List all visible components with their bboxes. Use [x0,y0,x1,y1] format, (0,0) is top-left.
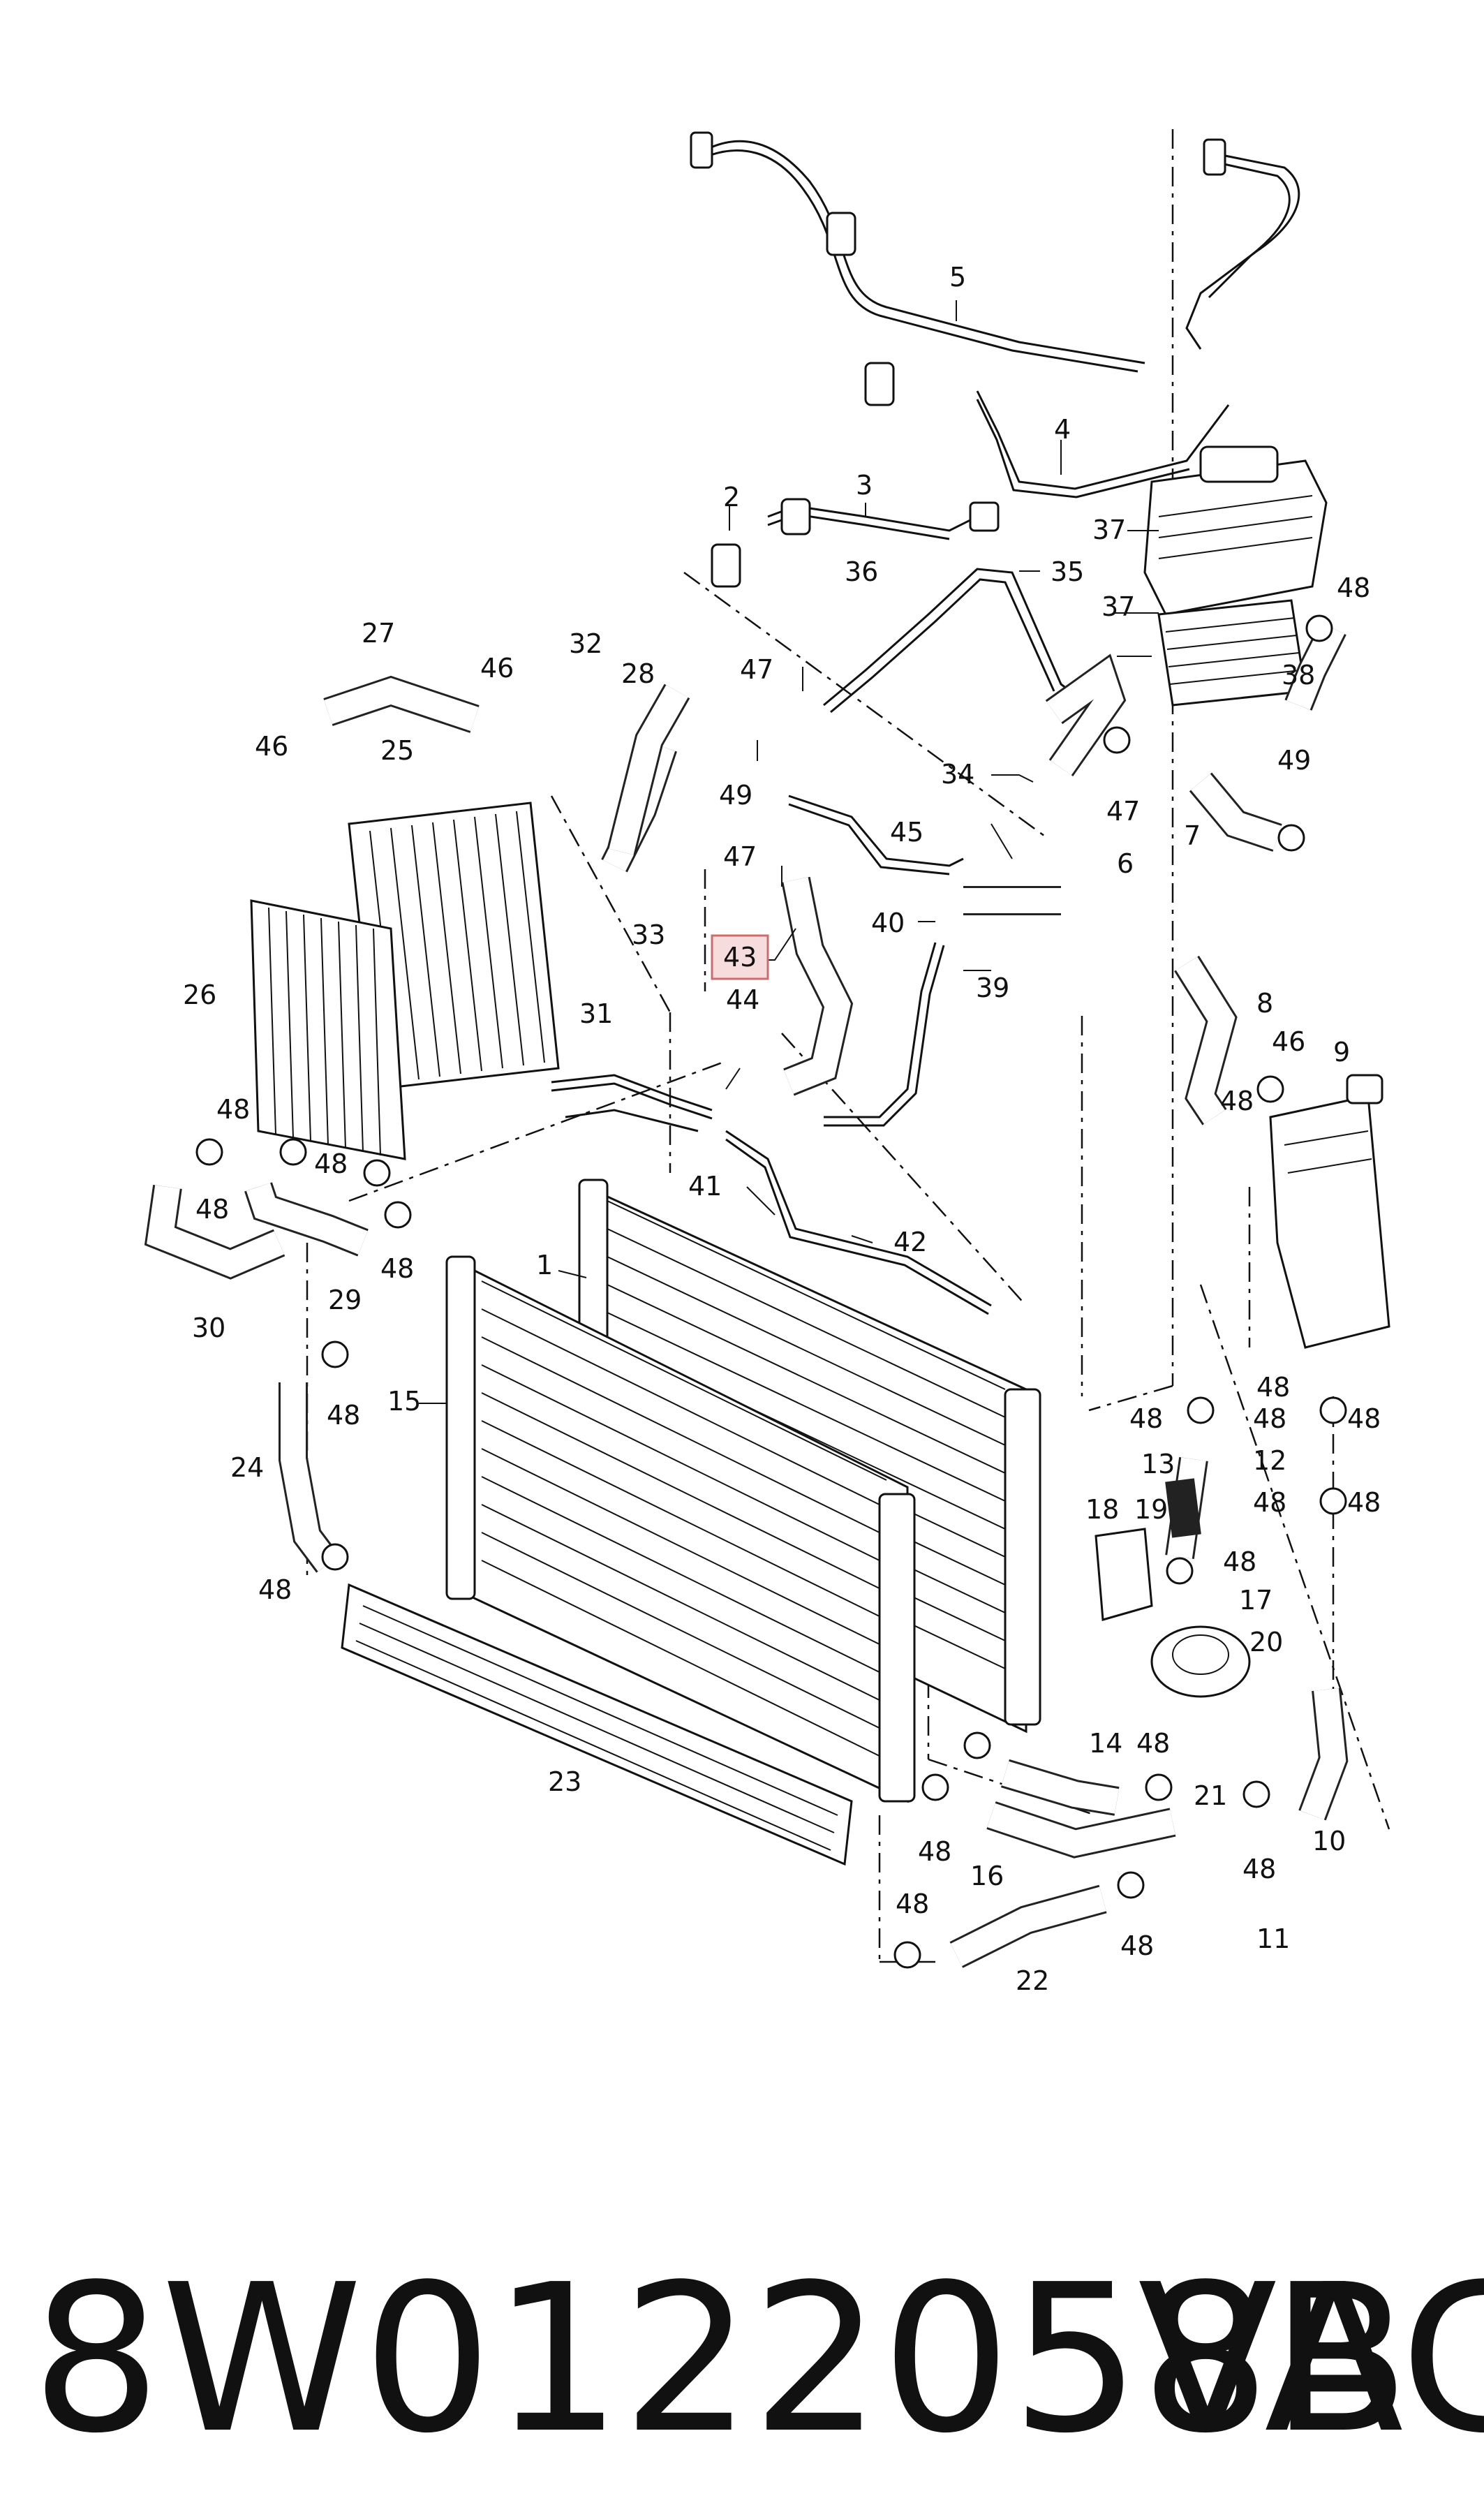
label-31: 31 [579,998,613,1029]
label-11: 11 [1256,1923,1290,1954]
label-46a: 46 [480,653,514,684]
label-24: 24 [230,1452,264,1483]
label-1: 1 [536,1250,553,1280]
label-48m: 48 [1136,1728,1170,1759]
rigid-pipes [551,795,992,1315]
label-41: 41 [688,1171,722,1202]
label-48j: 48 [1253,1403,1286,1434]
part-labels: 1 2 3 4 5 6 7 8 9 10 11 12 13 14 15 16 1… [183,262,1381,1996]
label-16: 16 [970,1861,1004,1891]
label-23: 23 [548,1766,581,1797]
label-48r: 48 [1347,1403,1381,1434]
label-7: 7 [1184,820,1201,851]
label-48f: 48 [327,1400,360,1431]
label-2: 2 [723,482,740,512]
label-47b: 47 [723,841,757,872]
label-48b: 48 [216,1094,250,1125]
label-48c: 48 [195,1194,229,1225]
label-47c: 47 [1106,796,1140,827]
label-30: 30 [192,1313,225,1343]
label-43: 43 [723,942,757,973]
label-42: 42 [893,1227,927,1257]
connector-icon [969,501,1000,532]
label-29: 29 [328,1285,362,1315]
label-48k: 48 [1253,1487,1286,1518]
label-35: 35 [1051,556,1084,587]
label-15: 15 [387,1386,421,1417]
label-10: 10 [1312,1826,1346,1856]
leader-lines [419,300,1159,1404]
coolant-hoses [144,621,1349,1968]
label-14: 14 [1089,1728,1122,1759]
label-46c: 46 [1272,1026,1305,1057]
parts-exploded-diagram: 1 2 3 4 5 6 7 8 9 10 11 12 13 14 15 16 1… [144,129,1390,1996]
label-48n: 48 [1242,1854,1276,1884]
auxiliary-radiators [250,802,560,1160]
caption-bar: 8W0122058B VAG [31,2240,1484,2478]
label-48d: 48 [314,1148,348,1179]
connector-icon [826,212,856,256]
label-40: 40 [871,908,905,938]
label-45: 45 [890,817,923,848]
label-3: 3 [856,470,873,501]
connector-icon [864,362,895,406]
brand-text: VAG [1138,2240,1484,2478]
label-48t: 48 [1256,1372,1290,1403]
label-48s: 48 [1347,1487,1381,1518]
front-radiator [445,1255,916,1803]
hose-clamps [195,614,1347,1969]
label-37b: 37 [1101,591,1135,622]
label-6: 6 [1117,848,1134,879]
label-48a: 48 [1337,572,1370,603]
label-8: 8 [1256,988,1273,1019]
label-49a: 49 [719,780,752,811]
label-47a: 47 [740,654,773,685]
label-34: 34 [941,759,974,790]
connector-icon [1203,138,1226,176]
label-48o: 48 [918,1836,951,1867]
label-44: 44 [726,984,759,1015]
label-32: 32 [569,628,602,659]
expansion-tank [1269,1074,1390,1349]
label-4: 4 [1054,414,1071,445]
oil-cooler-group [1143,445,1328,707]
label-48e: 48 [380,1253,414,1284]
label-33: 33 [632,919,665,950]
label-38: 38 [1282,660,1315,690]
label-48q: 48 [1120,1930,1154,1961]
label-9: 9 [1333,1037,1350,1068]
label-27: 27 [362,618,395,649]
label-28: 28 [621,658,655,689]
label-25: 25 [380,735,414,766]
label-37a: 37 [1092,515,1126,545]
label-48i: 48 [1129,1403,1163,1434]
connector-icon [711,543,741,588]
label-22: 22 [1016,1965,1049,1996]
part-number-text: 8W0122058B [31,2240,1410,2478]
label-26: 26 [183,980,216,1010]
label-20: 20 [1249,1627,1283,1657]
label-17: 17 [1239,1585,1272,1616]
label-21: 21 [1194,1780,1227,1811]
label-18: 18 [1085,1494,1119,1525]
label-48g: 48 [258,1574,292,1605]
charge-air-cooler [341,1583,853,1866]
label-39: 39 [976,973,1009,1003]
label-13: 13 [1141,1449,1175,1479]
highlight-box-43 [711,934,769,980]
connector-icon [780,498,811,535]
coolant-pump [1095,1528,1251,1698]
label-36: 36 [845,556,878,587]
label-48l: 48 [1223,1546,1256,1577]
label-46b: 46 [255,731,288,762]
label-19: 19 [1134,1494,1168,1525]
label-49b: 49 [1277,745,1311,776]
label-48h: 48 [1220,1086,1254,1116]
label-48p: 48 [896,1889,929,1919]
label-12: 12 [1253,1445,1286,1476]
connector-icon [690,131,713,169]
metal-lines-group [690,131,1300,714]
label-5: 5 [949,262,966,293]
